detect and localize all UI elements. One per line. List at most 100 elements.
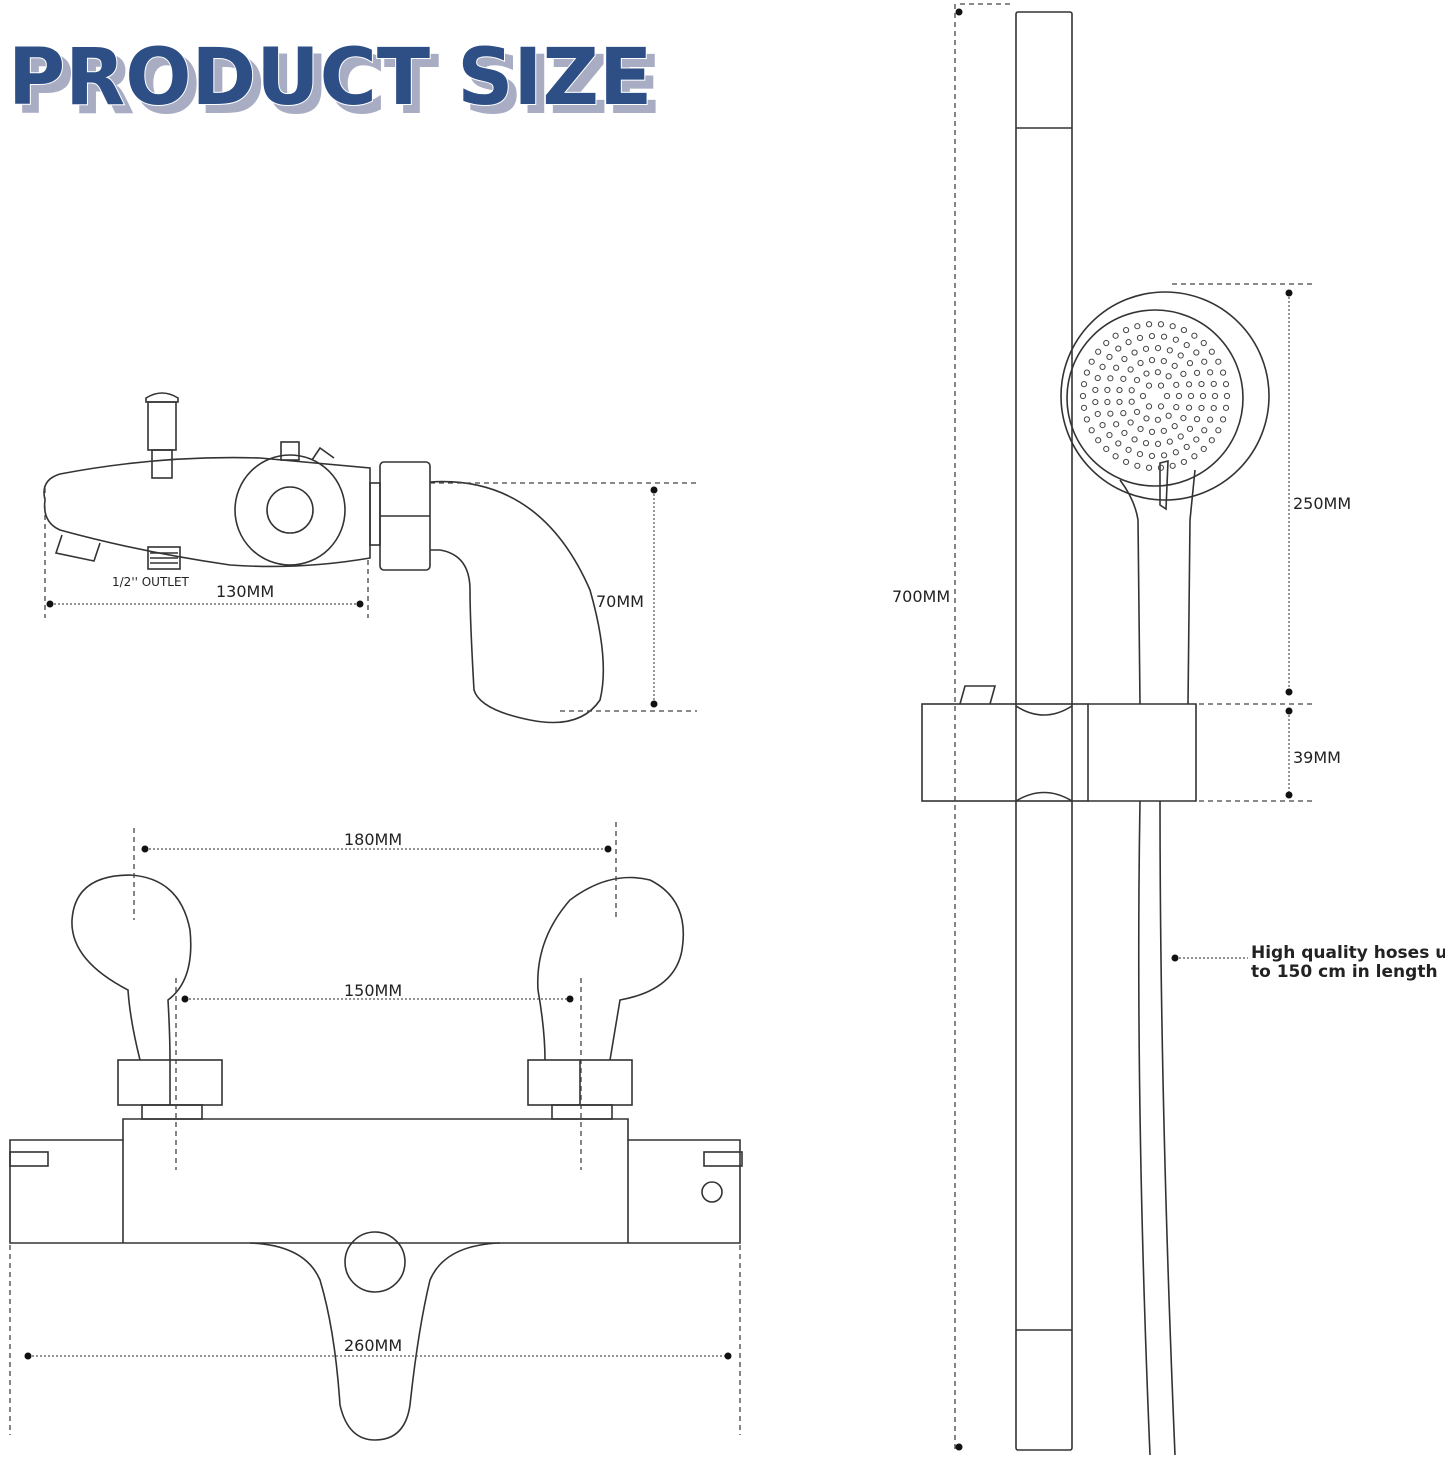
nozzle-hole [1173, 381, 1180, 388]
nozzle-hole [1142, 440, 1150, 447]
spout-width-label: 130MM [216, 582, 274, 601]
nozzle-hole [1095, 348, 1102, 355]
nozzle-hole [1120, 410, 1127, 417]
nozzle-hole [1136, 450, 1144, 458]
nozzle-hole [1201, 358, 1208, 365]
nozzle-hole [1113, 364, 1120, 371]
nozzle-hole [1193, 436, 1200, 443]
inner-spacing-label: 150MM [344, 981, 402, 1000]
nozzle-hole [1160, 452, 1168, 459]
nozzle-hole [1177, 352, 1184, 359]
nozzle-hole [1145, 321, 1153, 328]
outer-spacing-label: 180MM [344, 830, 402, 849]
nozzle-hole [1166, 347, 1173, 354]
bracket-height-label: 39MM [1293, 748, 1341, 767]
nozzle-hole [1180, 370, 1187, 377]
nozzle-hole [1148, 357, 1156, 364]
nozzle-hole [1165, 412, 1172, 419]
nozzle-hole [1145, 382, 1153, 389]
nozzle-hole [1185, 404, 1193, 411]
handset-length-label: 250MM [1293, 494, 1351, 513]
nozzle-hole [1088, 427, 1095, 434]
nozzle-hole [1112, 453, 1119, 460]
nozzle-hole [1185, 381, 1193, 388]
nozzle-hole [1191, 453, 1198, 460]
nozzle-hole [1092, 386, 1099, 394]
nozzle-hole [1208, 348, 1215, 355]
nozzle-hole [1169, 323, 1176, 330]
nozzle-hole [1198, 380, 1205, 388]
nozzle-hole [1080, 404, 1088, 411]
nozzle-hole [1122, 326, 1130, 334]
mixer-width-label: 260MM [344, 1336, 402, 1355]
nozzle-hole [1131, 436, 1138, 443]
nozzle-hole [1211, 392, 1219, 400]
nozzle-hole [1219, 369, 1227, 376]
nozzle-hole [1092, 398, 1099, 406]
nozzle-hole [1145, 464, 1153, 471]
nozzle-hole [1133, 408, 1141, 416]
nozzle-hole [1193, 416, 1201, 423]
nozzle-hole [1169, 462, 1176, 469]
nozzle-hole [1210, 380, 1217, 388]
nozzle-hole [1115, 440, 1122, 447]
spout-height-label: 70MM [596, 592, 644, 611]
nozzle-hole [1116, 386, 1123, 394]
nozzle-hole [1163, 392, 1171, 400]
nozzle-hole [1154, 416, 1161, 423]
nozzle-hole [1148, 332, 1156, 340]
nozzle-hole [1133, 376, 1141, 384]
nozzle-hole [1136, 334, 1144, 342]
nozzle-hole [1128, 398, 1135, 405]
hose-note-line2: to 150 cm in length [1251, 962, 1438, 982]
nozzle-hole [1171, 423, 1178, 430]
nozzle-hole [1099, 363, 1106, 370]
nozzle-hole [1198, 404, 1205, 412]
nozzle-hole [1154, 369, 1161, 376]
nozzle-hole [1095, 437, 1102, 444]
nozzle-hole [1127, 419, 1134, 426]
nozzle-hole [1157, 382, 1165, 389]
nozzle-hole [1222, 381, 1230, 388]
nozzle-hole [1112, 332, 1119, 339]
nozzle-hole [1160, 427, 1167, 434]
hose-note-line1: High quality hoses up [1251, 943, 1445, 963]
nozzle-hole [1104, 398, 1111, 406]
outlet-label: 1/2'' OUTLET [112, 575, 190, 589]
nozzle-hole [1079, 392, 1087, 400]
nozzle-hole [1187, 392, 1195, 400]
nozzle-hole [1219, 416, 1227, 423]
nozzle-hole [1210, 404, 1217, 412]
nozzle-hole [1172, 449, 1179, 456]
nozzle-hole [1099, 422, 1106, 429]
nozzle-hole [1154, 344, 1162, 352]
nozzle-hole [1160, 333, 1168, 340]
nozzle-hole [1083, 369, 1091, 376]
nozzle-hole [1193, 369, 1201, 376]
nozzle-hole [1148, 452, 1156, 460]
nozzle-hole [1208, 437, 1215, 444]
nozzle-hole [1165, 373, 1172, 380]
nozzle-hole [1191, 332, 1198, 339]
nozzle-hole [1080, 381, 1088, 388]
nozzle-hole [1122, 458, 1130, 466]
nozzle-hole [1171, 362, 1178, 369]
nozzle-hole [1177, 433, 1184, 440]
nozzle-hole [1186, 425, 1194, 432]
nozzle-hole [1200, 339, 1207, 347]
nozzle-hole [1083, 416, 1091, 423]
nozzle-hole [1094, 410, 1101, 418]
nozzle-hole [1207, 416, 1214, 423]
nozzle-hole [1199, 392, 1207, 400]
nozzle-hole [1148, 428, 1156, 435]
nozzle-hole [1107, 375, 1114, 382]
nozzle-hole [1180, 326, 1188, 334]
nozzle-hole [1142, 345, 1150, 352]
nozzle-hole [1175, 392, 1183, 400]
nozzle-hole [1134, 462, 1141, 469]
nozzle-hole [1145, 403, 1153, 410]
nozzle-hole [1103, 339, 1110, 347]
nozzle-hole [1120, 375, 1127, 382]
nozzle-hole [1121, 429, 1128, 437]
